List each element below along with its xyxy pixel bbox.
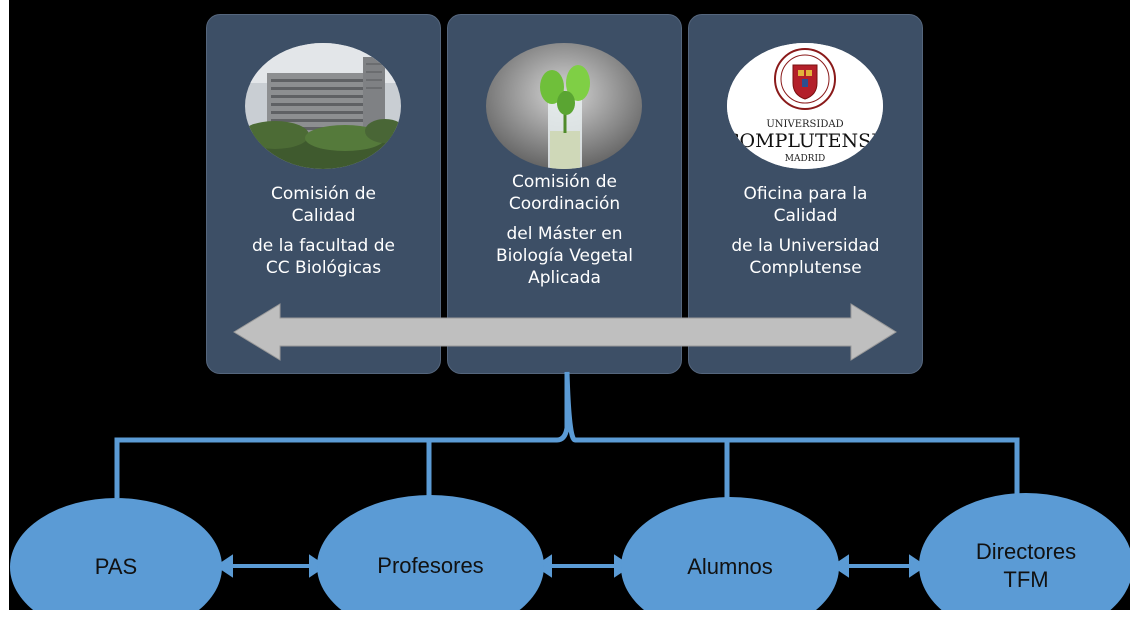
node-directores-line1: Directores <box>975 538 1077 564</box>
card-comision-coordinacion: Comisión de Coordinación del Máster en B… <box>447 14 682 374</box>
node-directores-line2: TFM <box>1003 566 1049 592</box>
node-alumnos-label: Alumnos <box>687 554 773 579</box>
bidirectional-arrow <box>233 303 897 361</box>
bracket-connector <box>114 371 1020 498</box>
node-directores-label: Directores TFM <box>976 538 1076 594</box>
card-2-text: Comisión de Coordinación del Máster en B… <box>454 171 675 297</box>
card-2-sub-line3: Aplicada <box>528 268 601 288</box>
card-1-text: Comisión de Calidad de la facultad de CC… <box>213 183 434 287</box>
card-comision-calidad-facultad: Comisión de Calidad de la facultad de CC… <box>206 14 441 374</box>
node-profesores: Profesores <box>317 495 544 610</box>
card-2-title-line1: Comisión de <box>512 172 617 192</box>
building-photo <box>245 43 401 169</box>
double-arrow-pas-profesores <box>215 554 327 578</box>
logo-line1: UNIVERSIDAD <box>766 119 843 130</box>
card-1-title-line2: Calidad <box>291 206 356 226</box>
card-2-sub-line1: del Máster en <box>506 224 623 244</box>
double-arrow-alumnos-directores <box>831 554 927 578</box>
card-oficina-calidad-ucm: UNIVERSIDAD COMPLUTENSE MADRID Oficina p… <box>688 14 923 374</box>
seedling-photo <box>486 43 642 169</box>
ucm-logo: UNIVERSIDAD COMPLUTENSE MADRID <box>727 43 883 169</box>
node-alumnos: Alumnos <box>621 497 839 610</box>
node-profesores-label: Profesores <box>377 553 484 578</box>
double-arrow-profesores-alumnos <box>534 554 632 578</box>
card-1-sub-line1: de la facultad de <box>252 236 395 256</box>
card-2-title-line2: Coordinación <box>508 194 621 214</box>
card-3-title-line1: Oficina para la <box>743 184 868 204</box>
logo-line2: COMPLUTENSE <box>727 130 883 152</box>
card-3-text: Oficina para la Calidad de la Universida… <box>695 183 916 287</box>
card-1-sub-line2: CC Biológicas <box>265 258 382 278</box>
connectors-layer <box>114 303 1020 578</box>
node-pas: PAS <box>10 498 222 610</box>
card-3-sub-line1: de la Universidad <box>731 236 880 256</box>
card-3-title-line2: Calidad <box>773 206 838 226</box>
node-pas-label: PAS <box>94 554 138 579</box>
node-directores-tfm: Directores TFM <box>919 493 1130 610</box>
logo-line3: MADRID <box>785 154 825 164</box>
card-2-sub-line2: Biología Vegetal <box>495 246 634 266</box>
diagram-canvas: Comisión de Calidad de la facultad de CC… <box>9 0 1130 610</box>
card-1-title-line1: Comisión de <box>271 184 376 204</box>
card-3-sub-line2: Complutense <box>749 258 862 278</box>
